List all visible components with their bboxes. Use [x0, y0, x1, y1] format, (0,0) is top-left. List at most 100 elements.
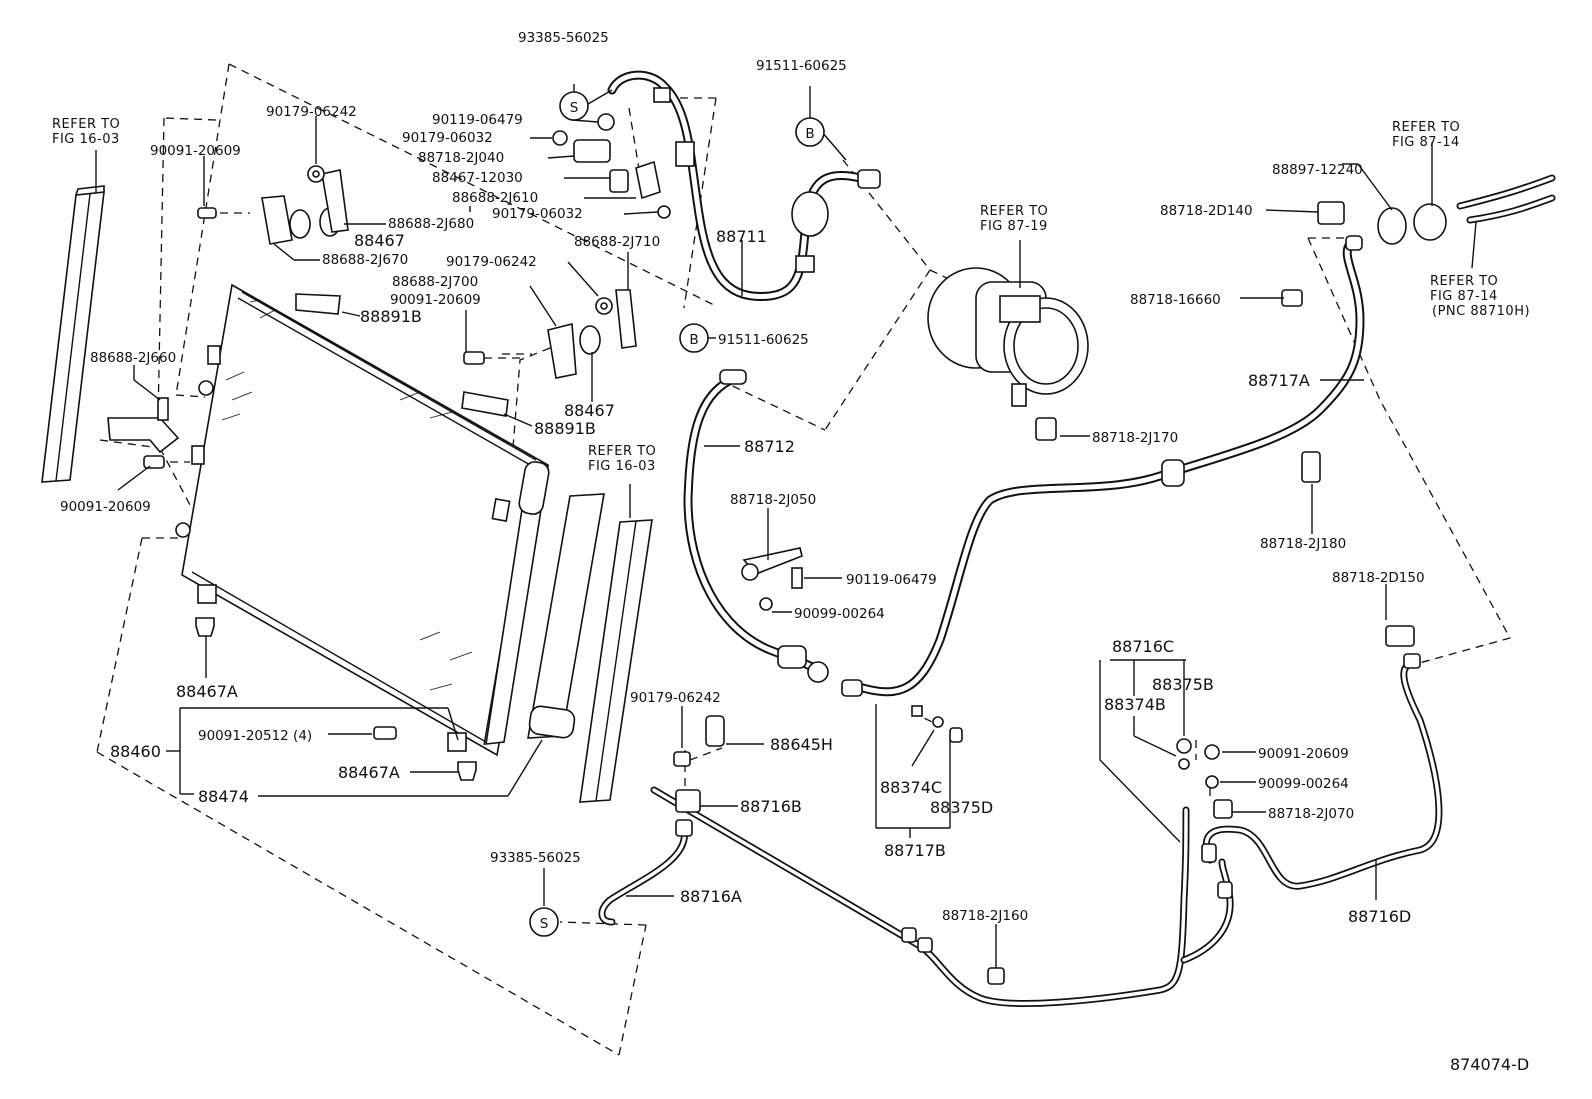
- label-88718-2D140: 88718-2D140: [1160, 203, 1253, 219]
- symbol-b-text-mid: B: [689, 332, 698, 348]
- refer-left-line2: FIG 16-03: [52, 132, 120, 147]
- label-90179-06032-a: 90179-06032: [402, 130, 493, 146]
- symbol-b-mid: B: [679, 323, 709, 353]
- label-88467-a: 88467: [354, 231, 405, 250]
- refer-8714-bot-line1: REFER TO: [1430, 274, 1498, 289]
- symbol-s-bottom: S: [529, 907, 559, 937]
- label-88718-2J050: 88718-2J050: [730, 492, 816, 508]
- label-93385-56025-top: 93385-56025: [518, 30, 609, 46]
- label-90179-06242-a: 90179-06242: [266, 104, 357, 120]
- label-90179-06242-c: 90179-06242: [630, 690, 721, 706]
- clamp-88718-2J050: [741, 547, 803, 611]
- grommets-88467A: [195, 617, 477, 781]
- label-88467-12030: 88467-12030: [432, 170, 523, 186]
- refer-8714-top-line1: REFER TO: [1392, 120, 1460, 135]
- label-88718-2J070: 88718-2J070: [1268, 806, 1354, 822]
- label-88717B: 88717B: [884, 841, 946, 860]
- label-88688-2J670: 88688-2J670: [322, 252, 408, 268]
- label-88718-2J170: 88718-2J170: [1092, 430, 1178, 446]
- label-88718-2J160: 88718-2J160: [942, 908, 1028, 924]
- label-88718-2J040: 88718-2J040: [418, 150, 504, 166]
- refer-note-fig-16-03-mid: REFER TO FIG 16-03: [588, 444, 656, 474]
- side-seal-mid: [527, 493, 653, 803]
- label-88375B: 88375B: [1152, 675, 1214, 694]
- label-88891B-b: 88891B: [534, 419, 596, 438]
- symbol-s-text-bottom: S: [540, 916, 549, 932]
- label-88645H: 88645H: [770, 735, 833, 754]
- label-88467A-a: 88467A: [176, 682, 238, 701]
- refer-mid-line1: REFER TO: [588, 444, 656, 459]
- label-90119-06479-b: 90119-06479: [846, 572, 937, 588]
- pipe-88716: [598, 653, 1443, 1007]
- hose-88711: [607, 70, 881, 301]
- refer-note-fig-87-19: REFER TO FIG 87-19: [980, 204, 1048, 234]
- label-88711: 88711: [716, 227, 767, 246]
- refer-note-fig-87-14-top: REFER TO FIG 87-14: [1392, 120, 1460, 150]
- label-90119-06479-a: 90119-06479: [432, 112, 523, 128]
- side-seal-left: [41, 185, 105, 483]
- label-88688-2J680: 88688-2J680: [388, 216, 474, 232]
- symbol-s-text-top: S: [570, 100, 579, 116]
- label-90091-20609-c: 90091-20609: [60, 499, 151, 515]
- label-88718-2D150: 88718-2D150: [1332, 570, 1425, 586]
- label-88688-2J660: 88688-2J660: [90, 350, 176, 366]
- condenser-88460: [175, 283, 550, 757]
- label-90091-20609-d: 90091-20609: [1258, 746, 1349, 762]
- label-88688-2J700: 88688-2J700: [392, 274, 478, 290]
- hose-88712: [683, 369, 829, 683]
- fitting-88897-12240: [1377, 174, 1556, 245]
- symbol-s-top: S: [559, 91, 589, 121]
- pressure-switch: [673, 715, 1233, 819]
- refer-mid-line2: FIG 16-03: [588, 459, 656, 474]
- diagram-id: 874074-D: [1450, 1055, 1529, 1074]
- refer-note-fig-16-03-left: REFER TO FIG 16-03: [52, 117, 120, 147]
- part-labels: 93385-56025 91511-60625 90179-06242 9011…: [60, 30, 1529, 1074]
- refer-note-fig-87-14-bottom: REFER TO FIG 87-14 (PNC 88710H): [1430, 274, 1530, 319]
- label-88374B: 88374B: [1104, 695, 1166, 714]
- clamps-misc: [1035, 201, 1415, 647]
- label-88467-b: 88467: [564, 401, 615, 420]
- label-88897-12240: 88897-12240: [1272, 162, 1363, 178]
- label-88467A-b: 88467A: [338, 763, 400, 782]
- label-88375D: 88375D: [930, 798, 993, 817]
- label-88688-2J610: 88688-2J610: [452, 190, 538, 206]
- leader-lines: [95, 84, 1477, 968]
- refer-8714-bot-line2: FIG 87-14: [1430, 289, 1498, 304]
- label-88688-2J710: 88688-2J710: [574, 234, 660, 250]
- bracket-88688-2J660: [107, 397, 180, 454]
- label-93385-56025-bot: 93385-56025: [490, 850, 581, 866]
- label-90091-20609-b: 90091-20609: [390, 292, 481, 308]
- label-88374C: 88374C: [880, 778, 942, 797]
- label-88718-2J180: 88718-2J180: [1260, 536, 1346, 552]
- label-88716A: 88716A: [680, 887, 742, 906]
- label-91511-60625-mid: 91511-60625: [718, 332, 809, 348]
- label-88716D: 88716D: [1348, 907, 1411, 926]
- label-88891B-a: 88891B: [360, 307, 422, 326]
- refer-8719-line1: REFER TO: [980, 204, 1048, 219]
- label-90179-06032-b: 90179-06032: [492, 206, 583, 222]
- label-88717A: 88717A: [1248, 371, 1310, 390]
- label-91511-60625-top: 91511-60625: [756, 58, 847, 74]
- label-88460: 88460: [110, 742, 161, 761]
- label-88716B: 88716B: [740, 797, 802, 816]
- compressor: [927, 267, 1089, 407]
- label-90179-06242-b: 90179-06242: [446, 254, 537, 270]
- pipe-88717: [841, 235, 1365, 717]
- bolts-left: [143, 207, 485, 740]
- insulator-pads: [295, 293, 509, 417]
- label-90091-20512: 90091-20512 (4): [198, 728, 312, 744]
- label-90091-20609-a: 90091-20609: [150, 143, 241, 159]
- label-88718-16660: 88718-16660: [1130, 292, 1221, 308]
- label-90099-00264-b: 90099-00264: [1258, 776, 1349, 792]
- refer-8714-bot-line3: (PNC 88710H): [1432, 304, 1530, 319]
- refer-8719-line2: FIG 87-19: [980, 219, 1048, 234]
- label-90099-00264-a: 90099-00264: [794, 606, 885, 622]
- refer-left-line1: REFER TO: [52, 117, 120, 132]
- symbol-b-text-top: B: [805, 126, 814, 142]
- upper-bracket-cluster: [261, 113, 671, 379]
- symbol-b-top: B: [795, 117, 825, 147]
- refer-8714-top-line2: FIG 87-14: [1392, 135, 1460, 150]
- label-88712: 88712: [744, 437, 795, 456]
